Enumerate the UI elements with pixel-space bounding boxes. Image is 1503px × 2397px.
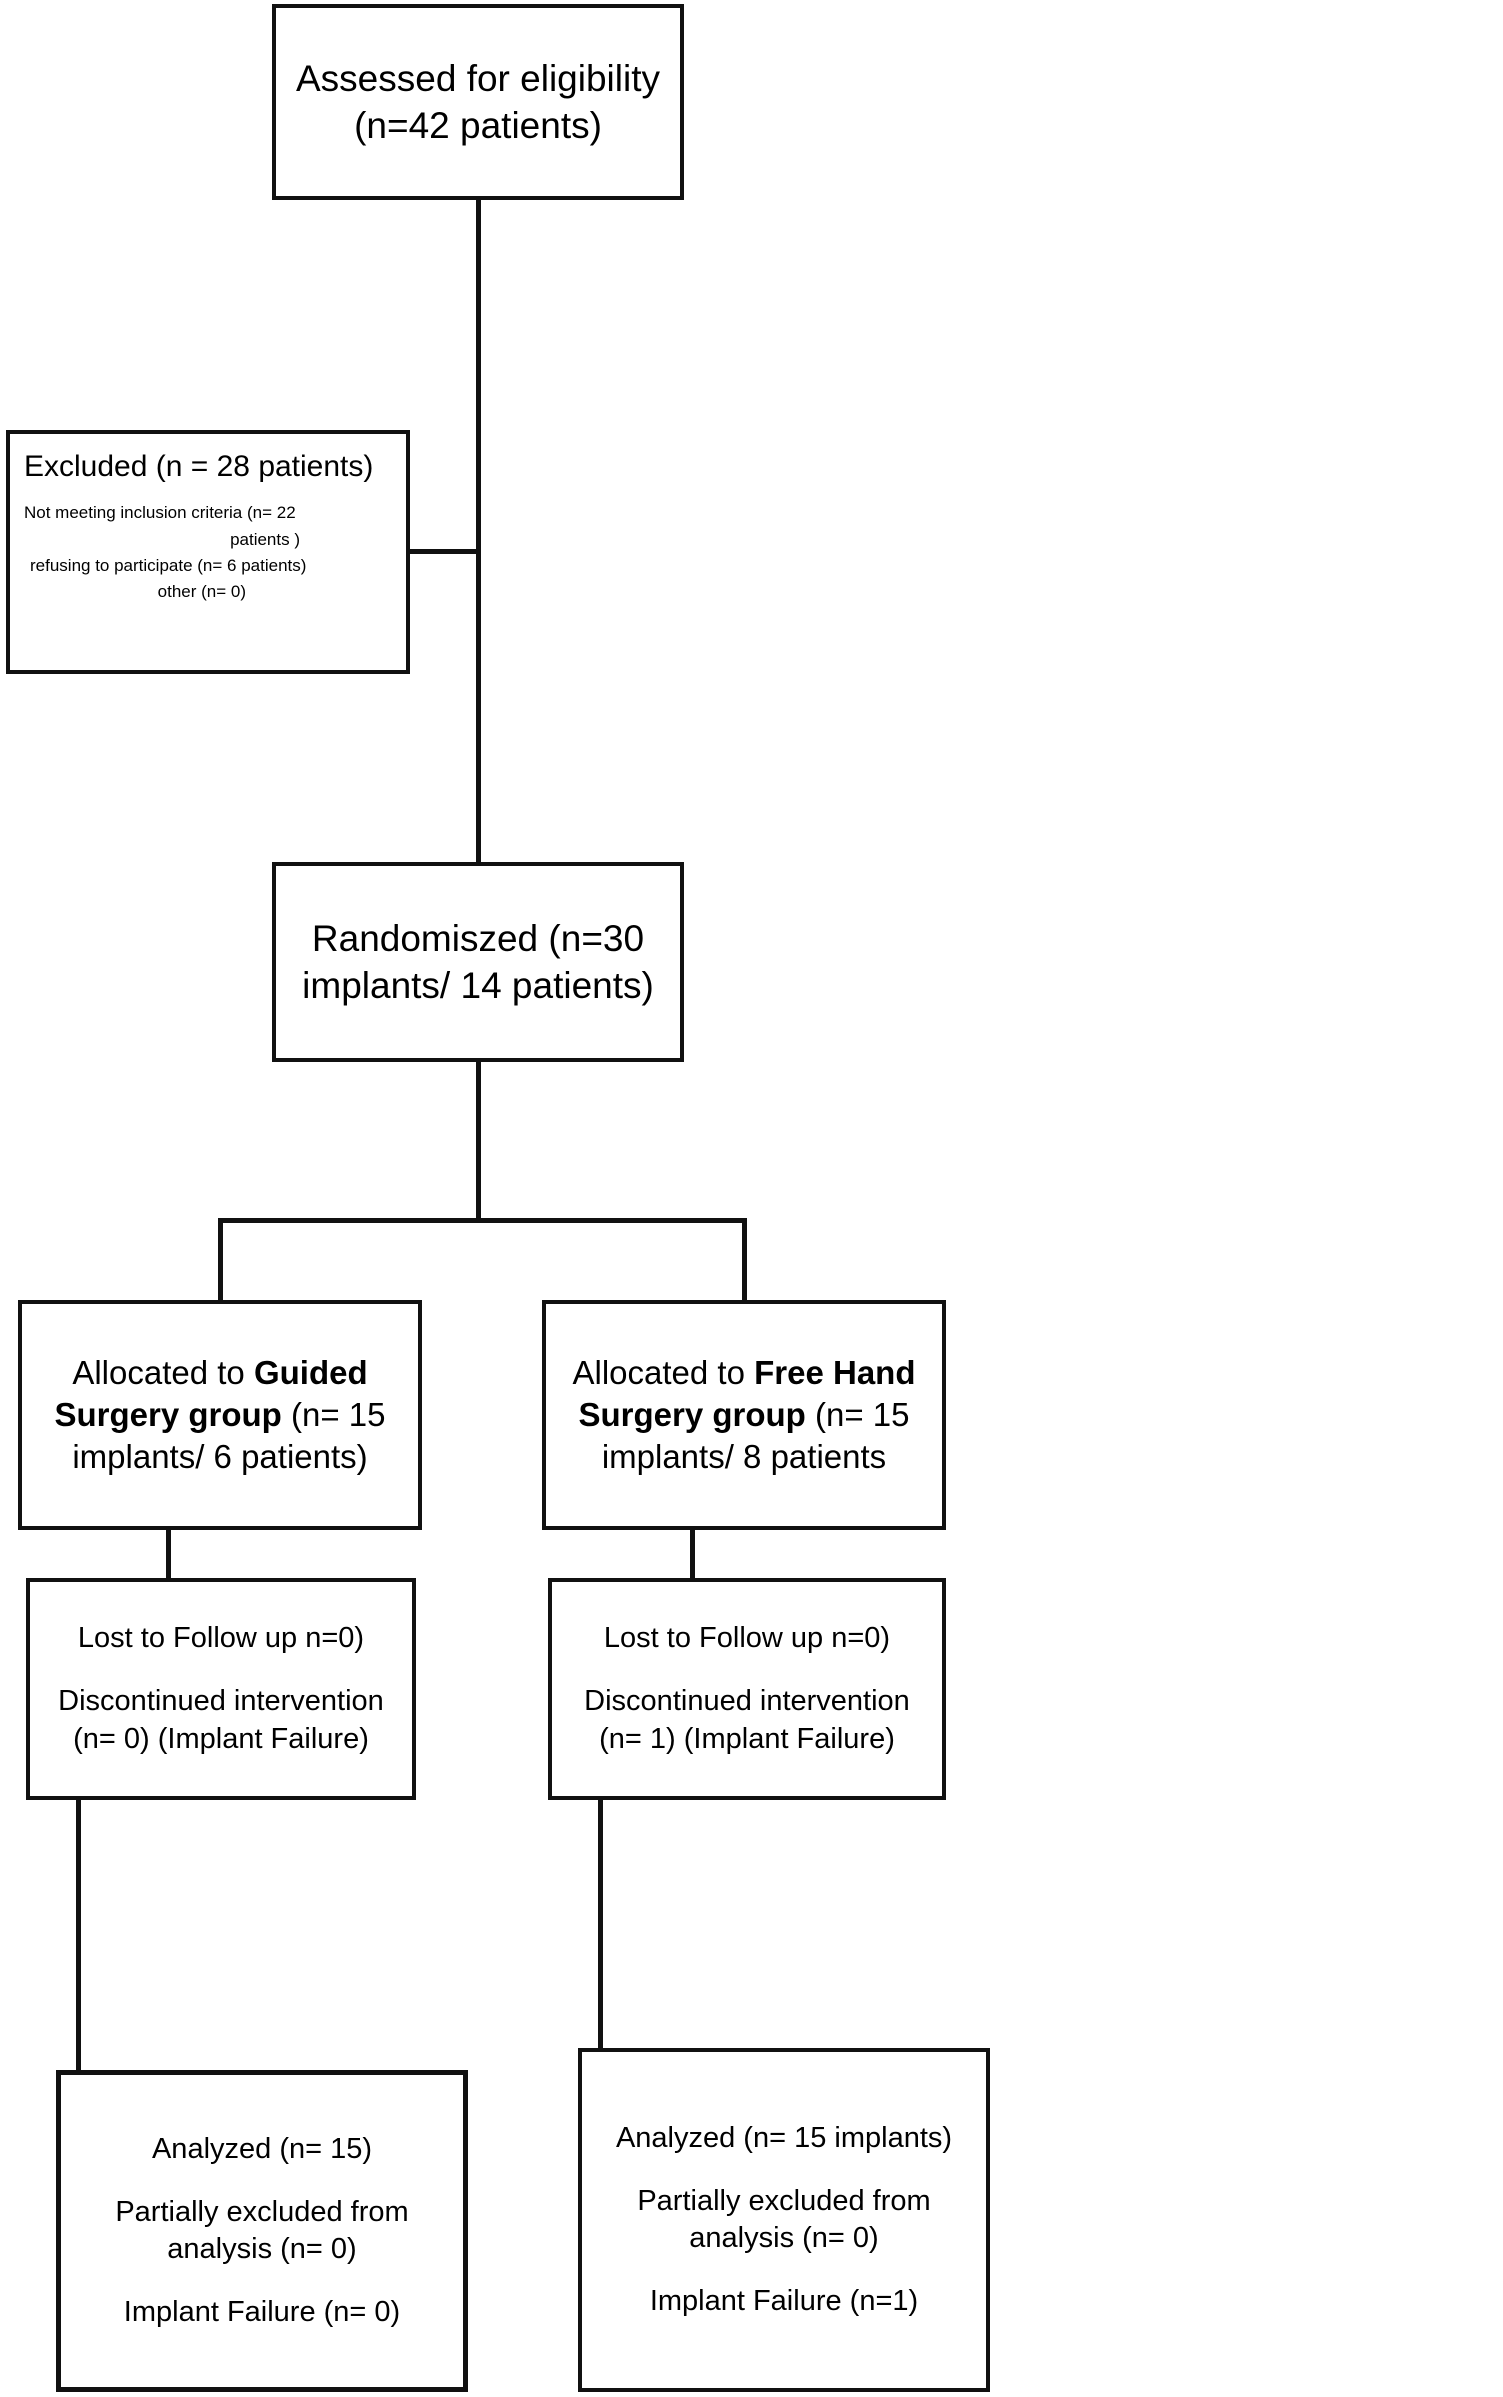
followup-guided-discontinued: Discontinued intervention [58, 1685, 384, 1718]
connector-guided-alloc-to-followup [166, 1530, 171, 1580]
connector-freehand-followup-to-analyzed [598, 1800, 603, 2050]
connector-freehand-alloc-to-followup [690, 1530, 695, 1580]
allocated-freehand-line-1: Allocated to Free Hand [554, 1352, 934, 1394]
excluded-reason-not-meeting-criteria: Not meeting inclusion criteria (n= 22 [24, 503, 296, 523]
allocated-freehand-count: (n= 15 [805, 1395, 910, 1433]
randomized-box: Randomiszed (n=30 implants/ 14 patients) [272, 862, 684, 1062]
connector-excluded-branch [410, 549, 478, 554]
analyzed-free-hand-surgery-box: Analyzed (n= 15 implants) Partially excl… [578, 2048, 990, 2392]
allocated-free-hand-surgery-box: Allocated to Free Hand Surgery group (n=… [542, 1300, 946, 1530]
followup-freehand-lost: Lost to Follow up n=0) [603, 1622, 891, 1655]
followup-freehand-implant-failure: (n= 1) (Implant Failure) [599, 1722, 895, 1755]
followup-freehand-discontinued: Discontinued intervention [584, 1685, 910, 1718]
analyzed-guided-partially-excluded-2: analysis (n= 0) [167, 2233, 357, 2265]
allocated-guided-line-2: Surgery group (n= 15 [30, 1394, 410, 1436]
followup-free-hand-surgery-box: Lost to Follow up n=0) Discontinued inte… [548, 1578, 946, 1800]
excluded-box: Excluded (n = 28 patients) Not meeting i… [6, 430, 410, 674]
analyzed-guided-implant-failure: Implant Failure (n= 0) [123, 2296, 401, 2329]
allocated-freehand-line-3: implants/ 8 patients [601, 1438, 887, 1476]
connector-randomized-down [476, 1062, 481, 1220]
randomized-line-1: Randomiszed (n=30 [311, 917, 645, 959]
analyzed-freehand-implant-failure: Implant Failure (n=1) [649, 2285, 919, 2318]
allocated-freehand-line-2: Surgery group (n= 15 [554, 1394, 934, 1436]
excluded-reason-refusing: refusing to participate (n= 6 patients) [30, 556, 307, 576]
allocated-freehand-prefix: Allocated to [572, 1353, 755, 1391]
allocated-guided-surgery-box: Allocated to Guided Surgery group (n= 15… [18, 1300, 422, 1530]
allocated-guided-prefix: Allocated to [72, 1353, 254, 1391]
assessed-for-eligibility-box: Assessed for eligibility (n=42 patients) [272, 4, 684, 200]
assessed-line-2: (n=42 patients) [354, 105, 602, 146]
allocated-guided-count: (n= 15 [281, 1395, 386, 1433]
analyzed-guided-count: Analyzed (n= 15) [151, 2132, 373, 2165]
allocated-freehand-group-name-1: Free Hand [754, 1353, 916, 1391]
excluded-reason-other: other (n= 0) [157, 582, 246, 602]
followup-guided-surgery-box: Lost to Follow up n=0) Discontinued inte… [26, 1578, 416, 1800]
connector-split-to-freehand [742, 1218, 747, 1302]
analyzed-guided-partially-excluded-1: Partially excluded from [115, 2195, 409, 2228]
allocated-guided-line-3: implants/ 6 patients) [72, 1438, 368, 1476]
followup-guided-lost: Lost to Follow up n=0) [77, 1622, 365, 1655]
excluded-header: Excluded (n = 28 patients) [24, 450, 374, 483]
allocated-guided-group-name-1: Guided [253, 1353, 368, 1391]
connector-split-to-guided [218, 1218, 223, 1302]
connector-guided-followup-to-analyzed [76, 1800, 81, 2072]
analyzed-guided-surgery-box: Analyzed (n= 15) Partially excluded from… [56, 2070, 468, 2392]
analyzed-freehand-partially-excluded-2: analysis (n= 0) [689, 2222, 879, 2254]
allocated-guided-group-name-2: Surgery group [54, 1395, 282, 1433]
allocated-freehand-group-name-2: Surgery group [578, 1395, 806, 1433]
analyzed-freehand-partially-excluded-1: Partially excluded from [637, 2184, 931, 2217]
assessed-line-1: Assessed for eligibility [296, 57, 660, 99]
followup-guided-implant-failure: (n= 0) (Implant Failure) [73, 1722, 369, 1755]
allocated-guided-line-1: Allocated to Guided [30, 1352, 410, 1394]
excluded-reason-not-meeting-criteria-cont: patients ) [230, 529, 300, 549]
analyzed-freehand-count: Analyzed (n= 15 implants) [615, 2121, 953, 2154]
connector-assessed-to-randomized [476, 200, 481, 862]
randomized-line-2: implants/ 14 patients) [302, 965, 654, 1006]
connector-allocation-split-bar [218, 1218, 746, 1223]
